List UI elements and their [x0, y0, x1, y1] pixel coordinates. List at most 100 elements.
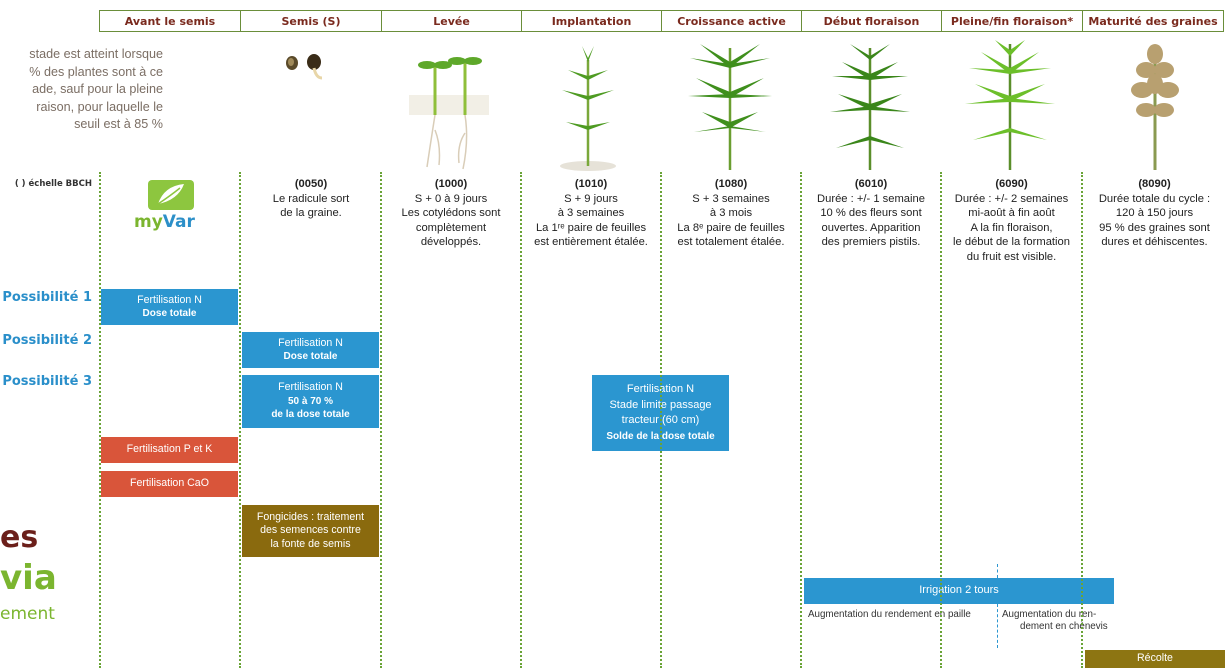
- stage-line: est entièrement étalée.: [534, 236, 648, 248]
- stage-line: complètement: [415, 221, 487, 234]
- stage-line: Les cotylédons sont: [401, 207, 501, 219]
- partner-logo-line1: es: [0, 520, 39, 555]
- irrigation-marker-top: [997, 564, 998, 578]
- box-line-bold: 50 à 70 %: [287, 395, 334, 407]
- stage-code: (0050): [294, 178, 328, 190]
- mature-seed-plant-illustration: [1131, 44, 1179, 170]
- box-line: des semences contre: [260, 524, 361, 537]
- box-line: Fertilisation N: [278, 381, 343, 394]
- box-line-bold: de la dose totale: [271, 409, 350, 421]
- column-divider: [660, 172, 662, 668]
- intro-line: seuil est à 85 %: [74, 117, 163, 131]
- young-plant-illustration: [560, 46, 616, 171]
- fertilisation-n-p2-box: Fertilisation N Dose totale: [242, 332, 379, 368]
- fertilisation-pk-box: Fertilisation P et K: [101, 437, 238, 463]
- stage-levee: (1000) S + 0 à 9 jours Les cotylédons so…: [381, 177, 521, 250]
- partner-logo-line2: via: [0, 558, 57, 598]
- stage-line: à 3 semaines: [557, 207, 625, 219]
- stage-line: ouvertes. Apparition: [821, 221, 921, 234]
- seedling-illustration: [409, 57, 489, 170]
- stage-line: 120 à 150 jours: [1115, 207, 1194, 219]
- box-line-bold: Dose totale: [283, 351, 338, 362]
- stage-line: S + 0 à 9 jours: [414, 192, 488, 205]
- stage-line: développés.: [420, 236, 482, 248]
- stage-code: (6010): [854, 178, 888, 190]
- box-line: Fertilisation N: [278, 336, 343, 349]
- possibility-1-label: Possibilité 1: [2, 290, 92, 305]
- myvar-logo-var: Var: [162, 212, 195, 232]
- header-levee: Levée: [381, 10, 521, 32]
- stage-debut-floraison: (6010) Durée : +/- 1 semaine 10 % des fl…: [801, 177, 941, 250]
- column-divider: [800, 172, 802, 668]
- header-croissance-active: Croissance active: [661, 10, 801, 32]
- stage-code: (1010): [574, 178, 608, 190]
- stage-line: La 8ᵉ paire de feuilles: [677, 221, 785, 234]
- seed-illustration: [286, 54, 323, 80]
- fongicides-box: Fongicides : traitement des semences con…: [242, 505, 379, 557]
- partner-logo-line3: ement: [0, 604, 55, 624]
- stage-croissance-active: (1080) S + 3 semaines à 3 mois La 8ᵉ pai…: [661, 177, 801, 250]
- fertilisation-n-p1-box: Fertilisation N Dose totale: [101, 289, 238, 325]
- stage-line: Le radicule sort: [272, 192, 350, 205]
- box-line-bold: Dose totale: [142, 308, 197, 319]
- stage-line: à 3 mois: [709, 207, 753, 219]
- header-pleine-fin-floraison: Pleine/fin floraison*: [941, 10, 1082, 32]
- irrigation-box: Irrigation 2 tours: [804, 578, 1114, 604]
- early-flowering-plant-illustration: [830, 44, 910, 170]
- stage-line: Durée totale du cycle :: [1098, 192, 1211, 205]
- stage-line: A la fin floraison,: [970, 221, 1053, 234]
- header-semis: Semis (S): [240, 10, 381, 32]
- stage-implantation: (1010) S + 9 jours à 3 semaines La 1ʳᵉ p…: [521, 177, 661, 250]
- column-divider: [940, 172, 942, 668]
- intro-line: ade, sauf pour la pleine: [32, 82, 163, 96]
- stage-line: S + 9 jours: [564, 192, 618, 205]
- stage-line: de la graine.: [280, 207, 342, 219]
- note-rendement-chenevis-2: dement en chènevis: [1020, 621, 1108, 632]
- bbch-scale-note: ( ) échelle BBCH: [14, 179, 92, 189]
- column-divider: [239, 172, 241, 668]
- column-divider: [380, 172, 382, 668]
- stage-code: (8090): [1138, 178, 1171, 190]
- fertilisation-cao-box: Fertilisation CaO: [101, 471, 238, 497]
- stage-line: S + 3 semaines: [692, 192, 770, 205]
- myvar-leaf-icon: [148, 180, 194, 210]
- header-implantation: Implantation: [521, 10, 661, 32]
- note-rendement-chenevis-1: Augmentation du ren-: [1002, 609, 1097, 620]
- stage-line: La 1ʳᵉ paire de feuilles: [535, 221, 647, 234]
- stage-code: (1000): [434, 178, 468, 190]
- column-divider: [99, 172, 101, 668]
- stage-line: mi-août à fin août: [968, 207, 1055, 219]
- myvar-logo-my: my: [134, 212, 163, 232]
- stage-code: (6090): [995, 178, 1028, 190]
- stage-line: dures et déhiscentes.: [1101, 236, 1208, 248]
- box-line: la fonte de semis: [270, 537, 351, 550]
- intro-text: stade est atteint lorsque % des plantes …: [0, 46, 163, 134]
- stage-line: du fruit est visible.: [966, 250, 1057, 263]
- stage-line: 95 % des graines sont: [1099, 221, 1210, 234]
- stage-pleine-fin-floraison: (6090) Durée : +/- 2 semaines mi-août à …: [941, 177, 1082, 264]
- header-maturite-graines: Maturité des graines: [1082, 10, 1224, 32]
- intro-line: stade est atteint lorsque: [29, 47, 163, 61]
- stage-line: 10 % des fleurs sont: [820, 207, 922, 219]
- full-flowering-plant-illustration: [965, 40, 1055, 170]
- column-divider: [520, 172, 522, 668]
- note-rendement-paille: Augmentation du rendement en paille: [808, 609, 971, 620]
- possibility-3-label: Possibilité 3: [2, 374, 92, 389]
- column-divider: [1081, 172, 1083, 668]
- header-avant-semis: Avant le semis: [99, 10, 240, 32]
- irrigation-marker-bottom: [997, 604, 998, 648]
- stage-line: le début de la formation: [953, 236, 1070, 248]
- intro-line: raison, pour laquelle le: [36, 99, 163, 114]
- myvar-logo: myVar: [134, 212, 195, 232]
- stage-line: Durée : +/- 2 semaines: [954, 192, 1069, 205]
- stage-line: Durée : +/- 1 semaine: [817, 192, 925, 205]
- box-line: Fertilisation N: [137, 293, 202, 306]
- stage-line: est totalement étalée.: [677, 236, 785, 248]
- active-growth-plant-illustration: [688, 44, 772, 170]
- intro-line: % des plantes sont à ce: [29, 64, 163, 79]
- stage-semis: (0050) Le radicule sort de la graine.: [241, 177, 381, 221]
- box-line: Fongicides : traitement: [256, 510, 365, 523]
- fertilisation-n-p3-box: Fertilisation N 50 à 70 % de la dose tot…: [242, 375, 379, 428]
- stage-maturite-graines: (8090) Durée totale du cycle : 120 à 150…: [1082, 177, 1227, 250]
- header-debut-floraison: Début floraison: [801, 10, 941, 32]
